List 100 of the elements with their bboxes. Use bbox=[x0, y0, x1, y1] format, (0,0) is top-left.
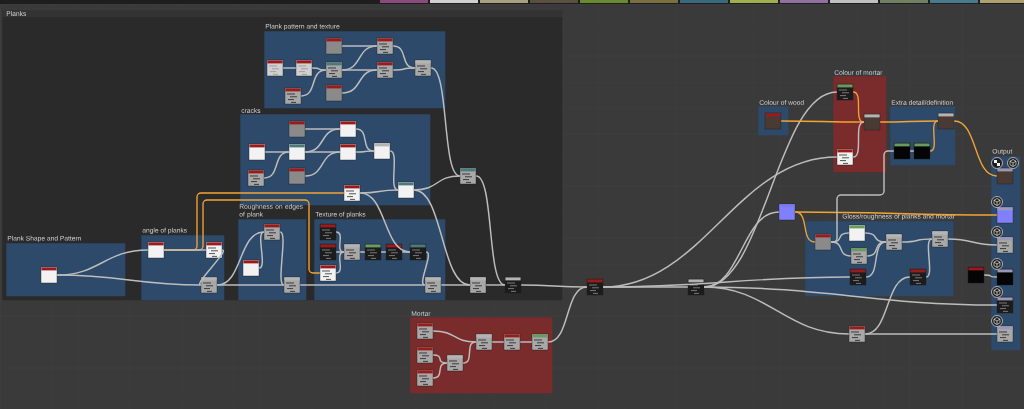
texture-thumbnail bbox=[937, 112, 955, 130]
texture-thumbnail bbox=[531, 333, 549, 351]
texture-thumbnail bbox=[248, 143, 266, 161]
texture-thumbnail bbox=[200, 276, 218, 294]
connector-wire bbox=[547, 286, 588, 343]
texture-thumbnail bbox=[414, 59, 432, 77]
texture-thumbnail bbox=[996, 206, 1014, 224]
connector-wire bbox=[355, 150, 375, 153]
texture-thumbnail bbox=[814, 233, 832, 251]
texture-thumbnail bbox=[446, 354, 464, 372]
texture-thumbnail bbox=[288, 167, 306, 185]
texture-thumbnail bbox=[504, 276, 522, 294]
texture-thumbnail bbox=[364, 243, 382, 261]
connector-wire bbox=[485, 284, 506, 286]
texture-thumbnail bbox=[266, 59, 284, 77]
connector-wire bbox=[341, 69, 378, 94]
texture-thumbnail bbox=[319, 223, 337, 241]
connector-wire bbox=[879, 120, 939, 123]
texture-thumbnail bbox=[848, 325, 866, 343]
texture-thumbnail bbox=[288, 120, 306, 138]
connector-wire bbox=[520, 284, 588, 288]
texture-thumbnail bbox=[376, 37, 394, 55]
texture-thumbnail bbox=[242, 259, 260, 277]
connector-wire bbox=[163, 249, 207, 251]
texture-thumbnail bbox=[385, 243, 403, 261]
connector-wire bbox=[953, 120, 998, 177]
texture-thumbnail bbox=[325, 84, 343, 102]
connector-wire bbox=[304, 151, 341, 177]
texture-thumbnail bbox=[288, 143, 306, 161]
connector-wire bbox=[335, 251, 345, 253]
texture-thumbnail bbox=[459, 167, 477, 185]
connector-wire bbox=[491, 341, 505, 343]
connector-wire bbox=[830, 150, 895, 243]
connector-wire bbox=[909, 150, 915, 152]
connector-wire bbox=[864, 333, 998, 335]
connector-wire bbox=[392, 67, 416, 71]
texture-thumbnail bbox=[373, 142, 391, 160]
texture-thumbnail bbox=[416, 369, 434, 387]
texture-thumbnail bbox=[909, 268, 927, 286]
texture-thumbnail bbox=[319, 264, 337, 282]
texture-thumbnail bbox=[850, 247, 868, 265]
connector-wire bbox=[300, 69, 327, 97]
texture-thumbnail bbox=[848, 224, 866, 242]
texture-thumbnail bbox=[996, 296, 1014, 314]
texture-thumbnail bbox=[263, 223, 281, 241]
texture-thumbnail bbox=[863, 113, 881, 131]
texture-thumbnail bbox=[996, 268, 1014, 286]
texture-thumbnail bbox=[503, 333, 521, 351]
connector-wire bbox=[421, 251, 430, 286]
texture-thumbnail bbox=[416, 346, 434, 364]
connector-wire bbox=[794, 211, 998, 216]
texture-thumbnail bbox=[339, 120, 357, 138]
texture-thumbnail bbox=[849, 268, 867, 286]
texture-thumbnail bbox=[409, 243, 427, 261]
connector-wire bbox=[430, 67, 461, 177]
connector-wire bbox=[947, 238, 998, 246]
connector-wire bbox=[258, 231, 265, 269]
texture-thumbnail bbox=[931, 230, 949, 248]
texture-thumbnail bbox=[416, 322, 434, 340]
connector-wire bbox=[359, 189, 399, 194]
connector-wire bbox=[852, 121, 865, 158]
connector-wire bbox=[432, 330, 477, 343]
texture-thumbnail bbox=[764, 112, 782, 130]
texture-thumbnail bbox=[424, 276, 442, 294]
texture-thumbnail bbox=[996, 167, 1014, 185]
texture-thumbnail bbox=[687, 278, 705, 296]
connector-wire bbox=[432, 362, 448, 379]
connector-wire bbox=[852, 91, 865, 123]
texture-thumbnail bbox=[586, 278, 604, 296]
connector-wire bbox=[440, 284, 471, 286]
connector-wire bbox=[519, 341, 533, 343]
connector-wire bbox=[602, 276, 851, 288]
texture-thumbnail bbox=[295, 59, 313, 77]
texture-thumbnail bbox=[40, 266, 58, 284]
texture-thumbnail bbox=[893, 142, 911, 160]
connector-wire bbox=[299, 284, 426, 286]
connector-wire bbox=[335, 251, 345, 274]
connector-wire bbox=[56, 274, 202, 286]
texture-thumbnail bbox=[967, 266, 985, 284]
texture-thumbnail bbox=[319, 243, 337, 261]
connector-wire bbox=[929, 120, 939, 152]
texture-thumbnail bbox=[339, 143, 357, 161]
texture-thumbnail bbox=[205, 241, 223, 259]
texture-thumbnail bbox=[343, 243, 361, 261]
connector-wire bbox=[925, 238, 933, 278]
texture-thumbnail bbox=[913, 142, 931, 160]
connector-wire bbox=[380, 251, 387, 253]
texture-thumbnail bbox=[283, 276, 301, 294]
connector-wire bbox=[279, 231, 285, 286]
texture-thumbnail bbox=[247, 169, 265, 187]
texture-thumbnail bbox=[996, 236, 1014, 254]
texture-thumbnail bbox=[325, 61, 343, 79]
connector-wire bbox=[263, 151, 290, 179]
texture-thumbnail bbox=[376, 61, 394, 79]
texture-thumbnail bbox=[147, 241, 165, 259]
texture-thumbnail bbox=[836, 148, 854, 166]
connector-wire bbox=[462, 341, 477, 364]
connector-wire bbox=[282, 67, 297, 69]
connector-wire bbox=[794, 211, 816, 243]
texture-thumbnail bbox=[996, 325, 1014, 343]
